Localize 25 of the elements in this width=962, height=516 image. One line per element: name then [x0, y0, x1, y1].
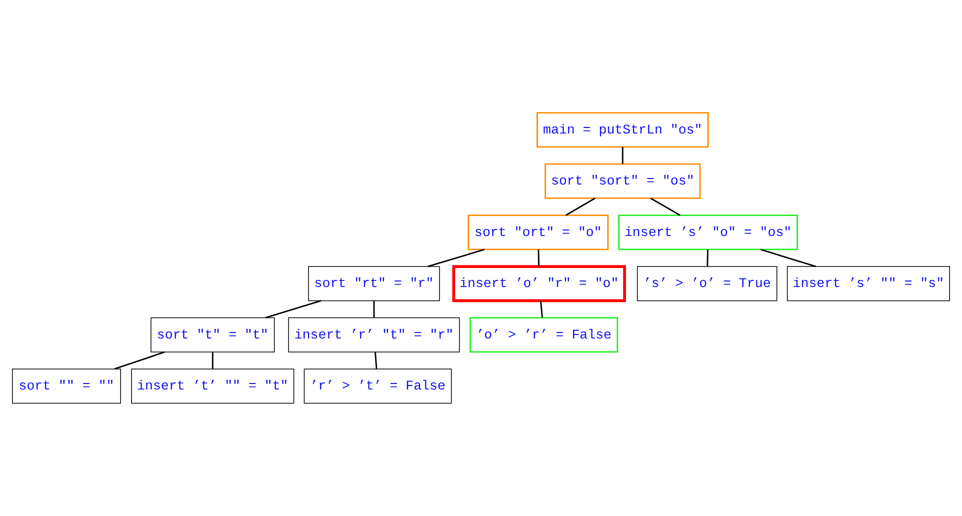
- connector: [706, 249, 708, 266]
- connector: [114, 351, 166, 370]
- connector: [566, 198, 596, 216]
- node-box: insert ’r’ "t" = "r": [288, 317, 460, 352]
- node-box: main = putStrLn "os": [536, 112, 709, 148]
- connector: [622, 147, 624, 164]
- connector: [538, 249, 540, 266]
- connector: [374, 352, 378, 369]
- connector: [265, 300, 322, 318]
- node-box: insert ’s’ "" = "s": [786, 266, 950, 302]
- connector: [650, 198, 680, 216]
- node-box: ’o’ > ’r’ = False: [470, 317, 618, 353]
- connector: [373, 300, 375, 318]
- node-box: insert ’s’ "o" = "os": [618, 214, 798, 250]
- node-box: insert ’o’ "r" = "o": [452, 265, 626, 302]
- node-box: sort "sort" = "os": [544, 163, 701, 199]
- node-box: insert ’t’ "" = "t": [131, 368, 294, 404]
- node-box: sort "rt" = "r": [308, 266, 440, 302]
- connector: [212, 352, 214, 369]
- node-box: sort "" = "": [12, 368, 121, 404]
- node-box: sort "ort" = "o": [468, 214, 609, 250]
- connector: [540, 300, 543, 318]
- node-box: sort "t" = "t": [150, 317, 275, 352]
- node-box: ’s’ > ’o’ = True: [636, 266, 778, 302]
- node-box: ’r’ > ’t’ = False: [304, 368, 452, 404]
